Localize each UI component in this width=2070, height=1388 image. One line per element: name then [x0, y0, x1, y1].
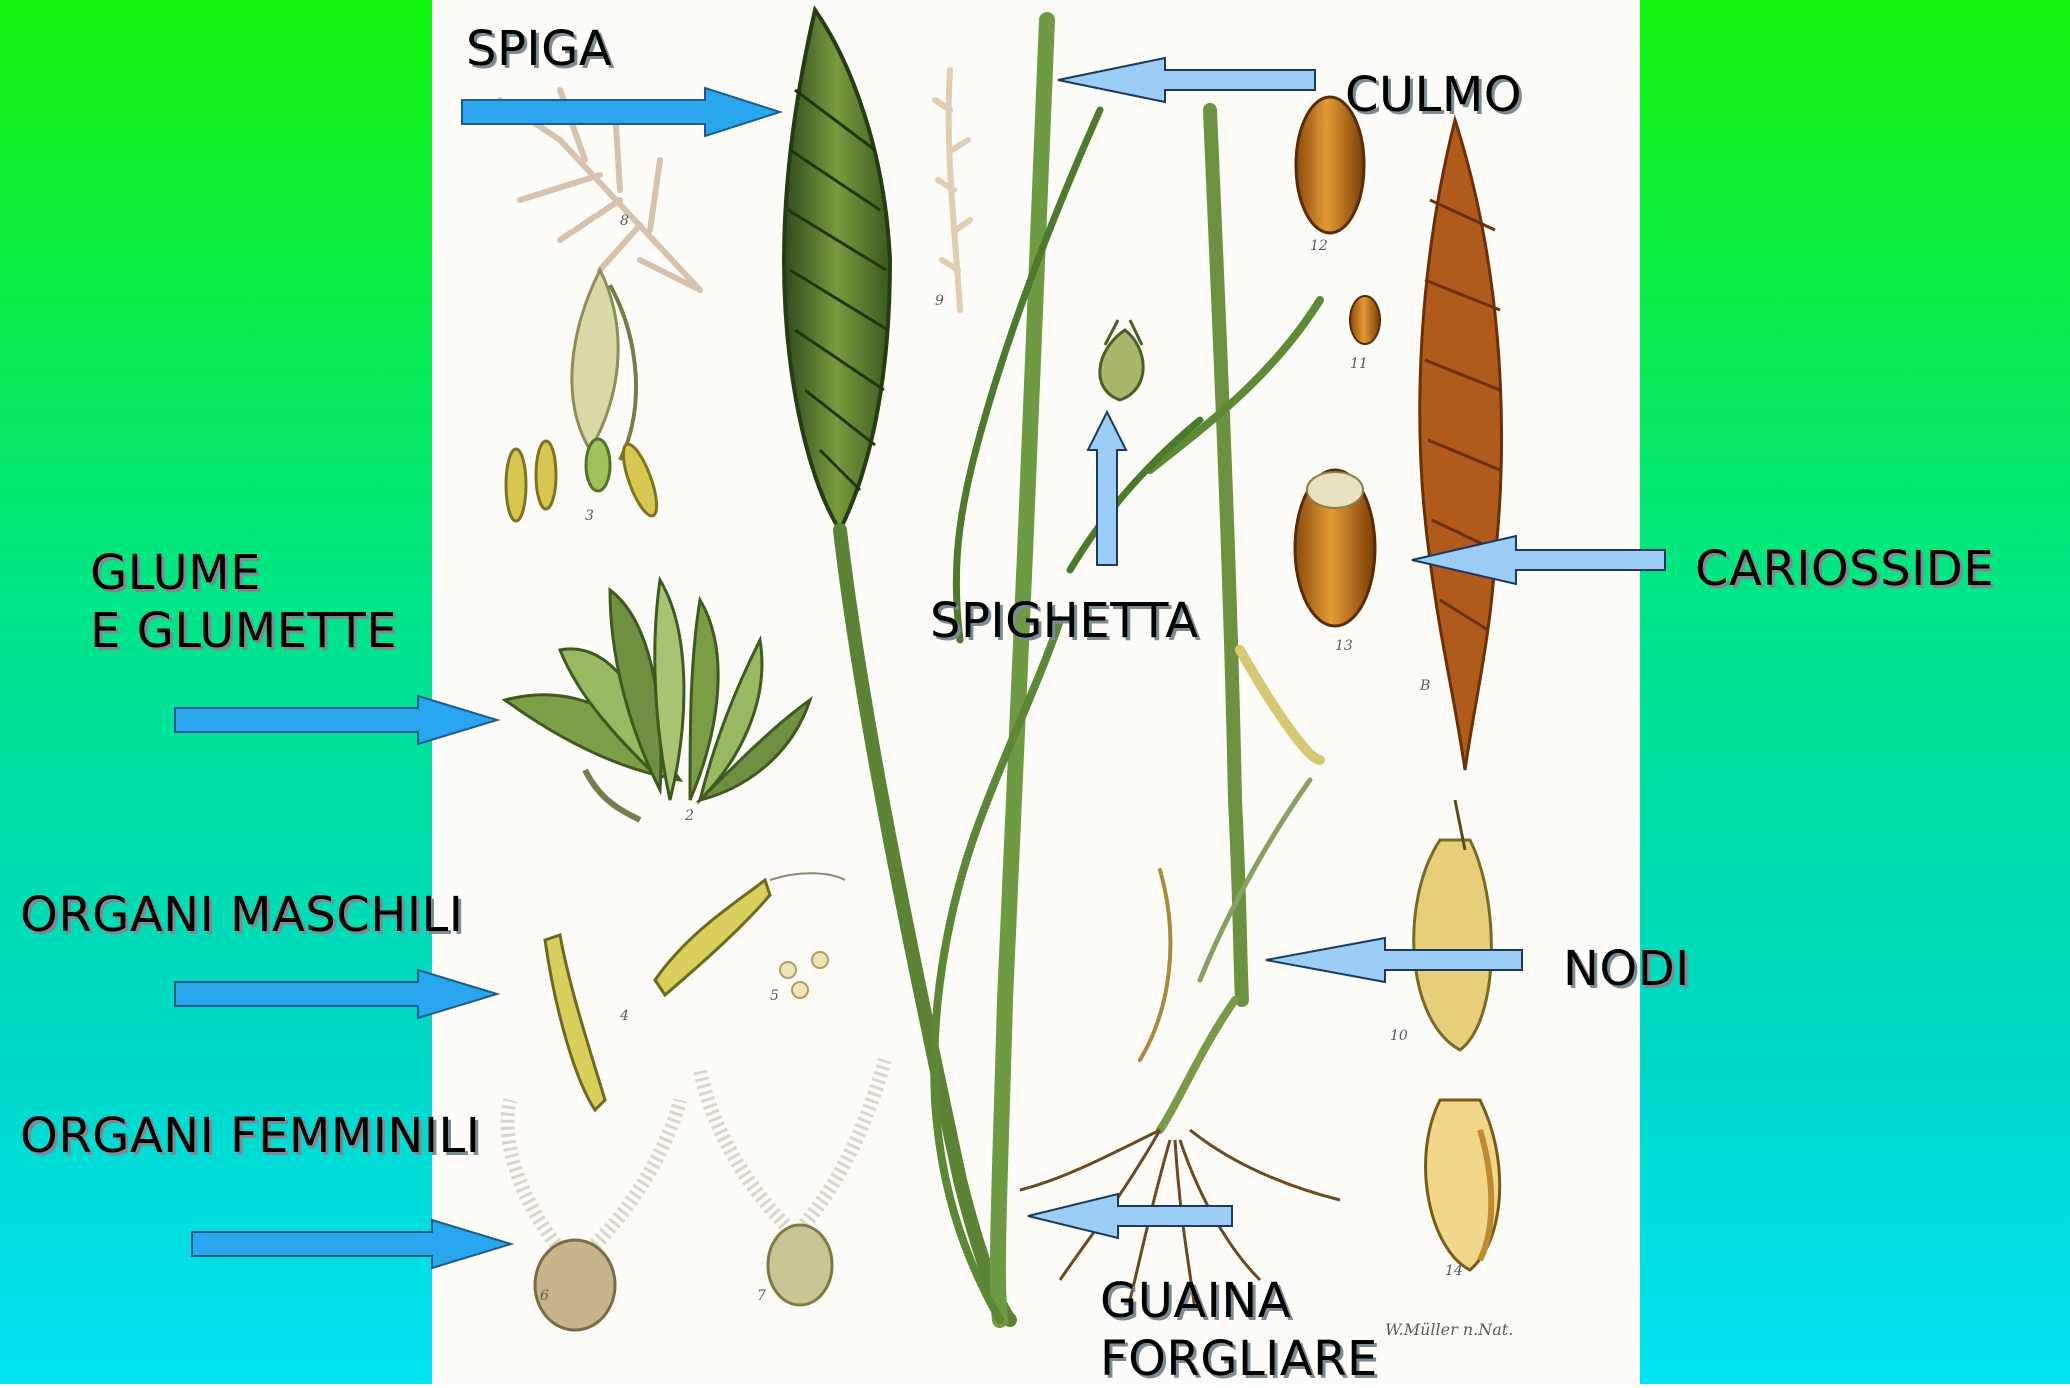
plate-number-7: 7 — [757, 1288, 766, 1304]
arrow-spiga — [462, 88, 780, 136]
plate-number-11: 11 — [1350, 356, 1368, 372]
arrow-spighetta — [1088, 412, 1126, 565]
label-guaina-line1: GUAINA — [1100, 1272, 1378, 1330]
illustrator-signature: W.Müller n.Nat. — [1385, 1320, 1513, 1339]
label-cariosside: CARIOSSIDE — [1695, 540, 1994, 598]
arrow-glume — [175, 696, 497, 744]
plate-number-3: 3 — [585, 508, 594, 524]
plate-number-14: 14 — [1445, 1263, 1463, 1279]
label-guaina-line2: FORGLIARE — [1100, 1330, 1378, 1388]
arrow-left-icon — [1028, 1194, 1232, 1238]
arrow-left-icon — [1058, 58, 1315, 102]
label-glume: GLUME E GLUMETTE — [90, 544, 397, 660]
glumes-cluster-drawing — [505, 580, 810, 820]
plate-number-2: 2 — [684, 808, 694, 824]
plate-number-9: 9 — [935, 293, 944, 309]
wheat-ear-drawing — [784, 10, 890, 530]
arrow-right-icon — [175, 970, 497, 1018]
label-culmo: CULMO — [1345, 66, 1522, 124]
spikelet-flower-drawing — [506, 270, 663, 521]
label-spiga: SPIGA — [466, 20, 612, 78]
plate-number-8: 8 — [620, 213, 629, 229]
plate-number-12: 12 — [1310, 238, 1328, 254]
plate-number-B: B — [1419, 678, 1430, 694]
rachis-drawing — [935, 70, 970, 310]
plate-number-10: 10 — [1390, 1028, 1408, 1044]
label-nodi: NODI — [1563, 940, 1690, 998]
spikelet-drawing — [1100, 320, 1143, 400]
arrow-guaina — [1028, 1194, 1232, 1238]
arrow-organi-femminili — [192, 1220, 511, 1268]
caryopsis-drawings — [1295, 97, 1502, 1270]
arrow-organi-maschili — [175, 970, 497, 1018]
label-glume-line2: E GLUMETTE — [90, 602, 397, 660]
plate-number-4: 4 — [619, 1008, 629, 1024]
label-glume-line1: GLUME — [90, 544, 397, 602]
label-organi-maschili: ORGANI MASCHILI — [20, 886, 463, 944]
label-organi-femminili: ORGANI FEMMINILI — [20, 1107, 480, 1165]
arrow-right-icon — [462, 88, 780, 136]
culm-drawing — [840, 20, 1320, 1320]
pistils-drawing — [507, 1060, 885, 1330]
plate-number-13: 13 — [1335, 638, 1353, 654]
plate-number-5: 5 — [770, 988, 779, 1004]
label-spighetta: SPIGHETTA — [930, 592, 1199, 650]
arrow-culmo — [1058, 58, 1315, 102]
arrow-right-icon — [192, 1220, 511, 1268]
label-guaina: GUAINA FORGLIARE — [1100, 1272, 1378, 1388]
arrow-right-icon — [175, 696, 497, 744]
plate-number-6: 6 — [540, 1288, 549, 1304]
arrow-up-icon — [1088, 412, 1126, 565]
